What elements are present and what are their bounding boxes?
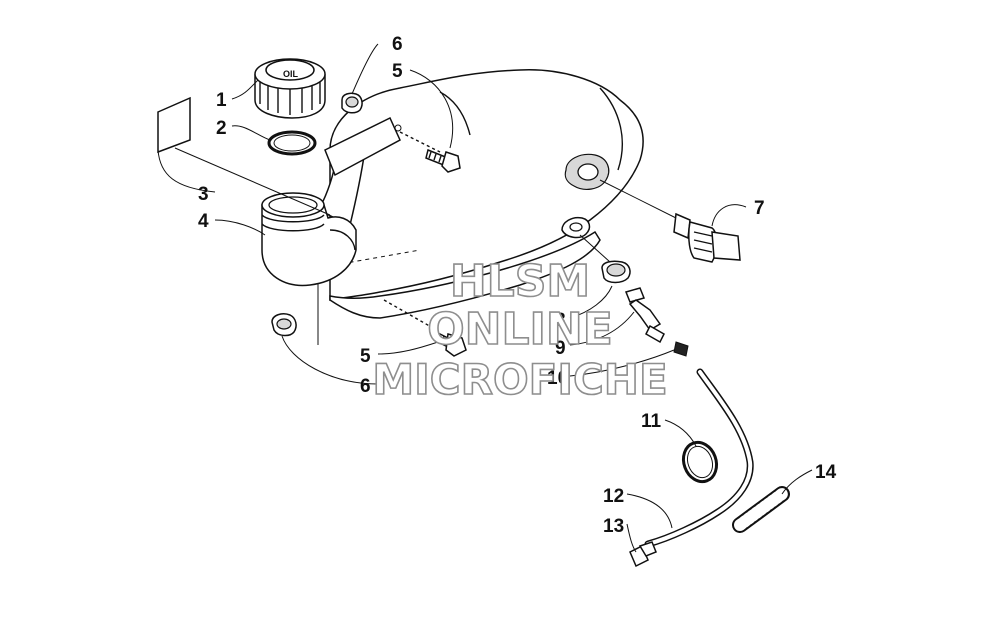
- callout-9: 9: [555, 338, 566, 359]
- decal: [157, 96, 331, 216]
- watermark-line-3: MICROFICHE: [372, 355, 667, 404]
- callout-13: 13: [603, 516, 624, 537]
- callout-numbers: 1 2 3 4 6 5 5 6 7 8 9 10 11 12 13 14: [198, 34, 837, 537]
- filler-cap: OIL: [254, 58, 326, 119]
- callout-7: 7: [754, 198, 765, 219]
- callout-12: 12: [603, 486, 624, 507]
- watermark-line-2: ONLINE: [427, 304, 613, 355]
- hose-clamp: [681, 440, 719, 484]
- callout-8: 8: [555, 310, 566, 331]
- watermark: HLSM ONLINE MICROFICHE: [372, 255, 669, 405]
- grommet-upper: [341, 92, 363, 114]
- callout-14: 14: [815, 462, 837, 483]
- hose-clamp-small: [673, 341, 689, 357]
- oil-hose: [644, 368, 754, 548]
- callout-3: 3: [198, 184, 209, 205]
- callout-10: 10: [547, 368, 568, 389]
- callout-11: 11: [641, 411, 662, 432]
- cap-screw-upper: [399, 131, 461, 173]
- callout-5-lower: 5: [360, 346, 371, 367]
- callout-4: 4: [198, 211, 209, 232]
- outlet-fitting: [624, 287, 665, 344]
- leader-lines: [157, 43, 813, 553]
- cap-screw-lower: [383, 299, 467, 357]
- filler-neck: [261, 192, 357, 287]
- hose-connector: [629, 541, 657, 568]
- callout-6-lower: 6: [360, 376, 371, 397]
- callout-5-upper: 5: [392, 61, 403, 82]
- callout-1: 1: [216, 90, 227, 111]
- cap-marking: OIL: [283, 69, 299, 79]
- outlet-grommet: [579, 234, 631, 284]
- watermark-line-1: HLSM: [450, 256, 590, 307]
- callout-6-upper: 6: [392, 34, 403, 55]
- callout-2: 2: [216, 118, 227, 139]
- drain-valve: [599, 179, 741, 263]
- gasket: [267, 130, 317, 156]
- spring-guard: [732, 486, 790, 533]
- grommet-lower: [271, 313, 297, 337]
